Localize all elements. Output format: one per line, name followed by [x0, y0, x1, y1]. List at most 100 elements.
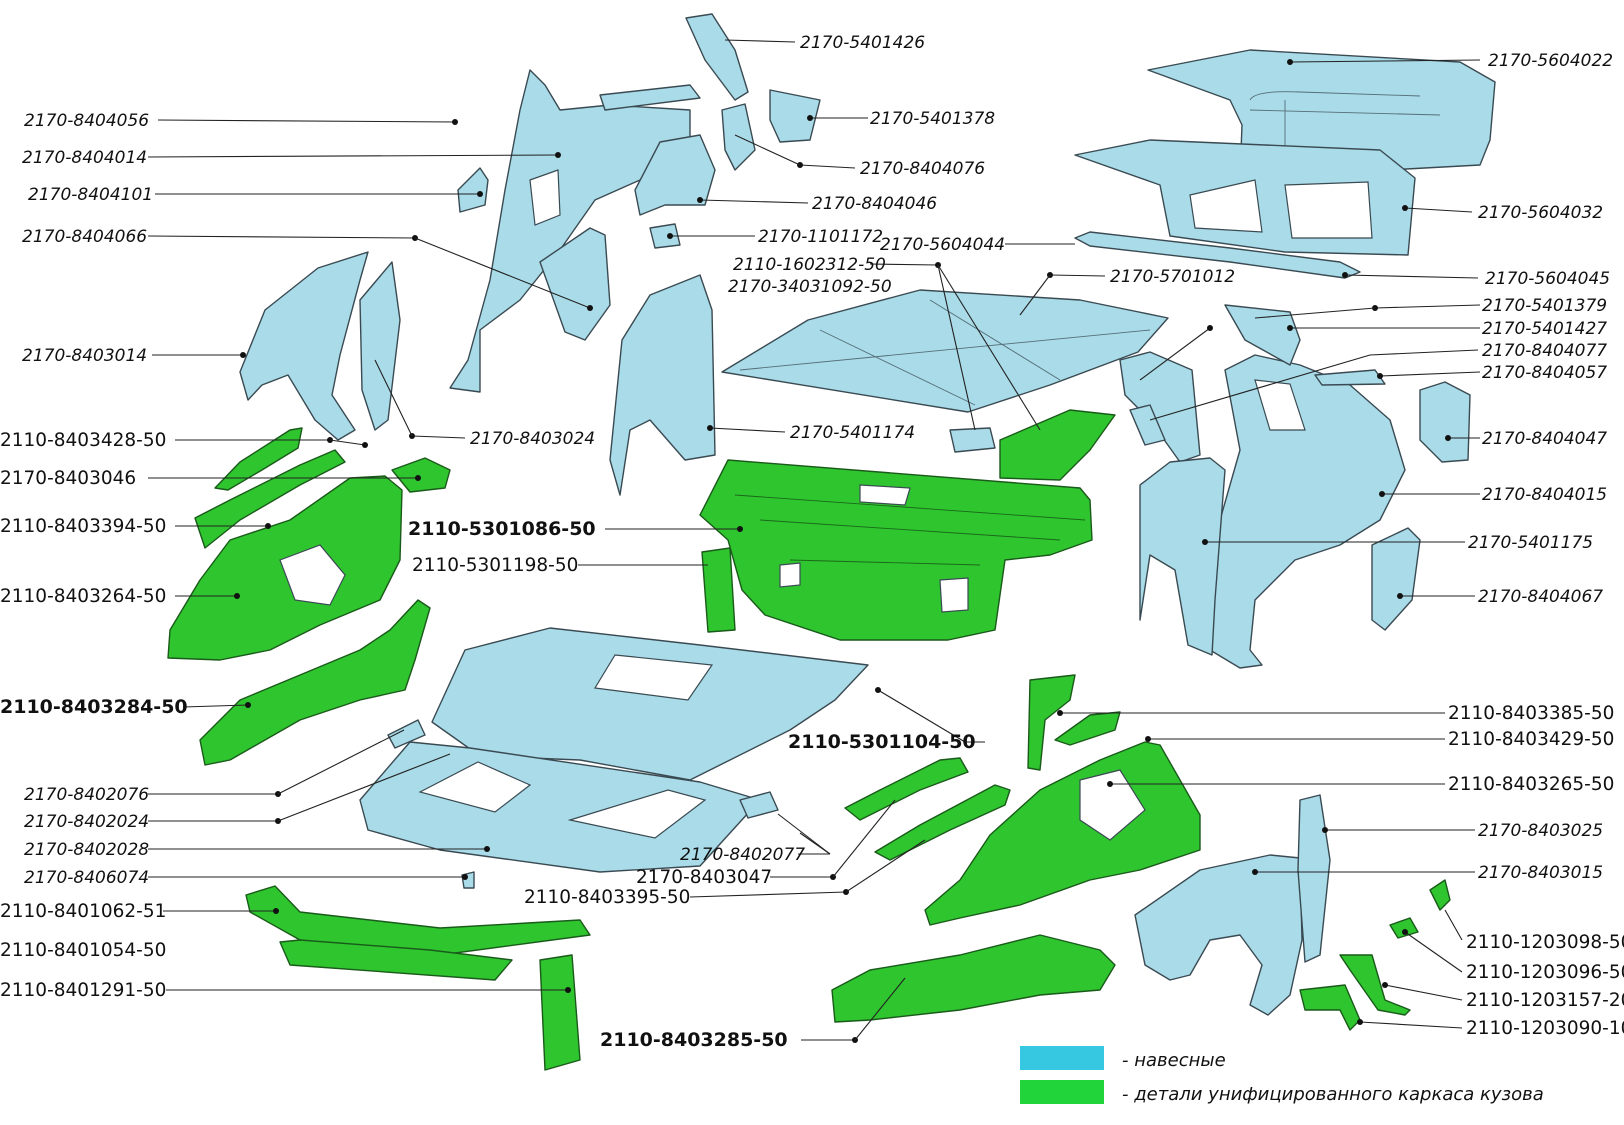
- part-right-strip-8403395: [874, 784, 1011, 861]
- label-2110-1203157-20: 2110-1203157-20: [1466, 990, 1624, 1011]
- part-right-longeron: [831, 934, 1116, 1023]
- part-roof: [721, 289, 1169, 413]
- label-2170-5604044: 2170-5604044: [880, 235, 1005, 255]
- label-2170-8403047: 2170-8403047: [636, 867, 772, 888]
- legend-swatch-unified: [1020, 1080, 1104, 1104]
- part-bracket-2110-5301198: [701, 547, 736, 633]
- label-2110-1602312-50: 2110-1602312-50: [733, 255, 886, 275]
- label-2170-5401174: 2170-5401174: [790, 423, 915, 443]
- part-front-pillar-8401291: [539, 954, 581, 1071]
- label-2110-8403264-50: 2110-8403264-50: [0, 586, 166, 607]
- label-2170-5604032: 2170-5604032: [1478, 203, 1603, 223]
- part-front-cross-rail-lower: [279, 939, 513, 981]
- label-2170-5604045: 2170-5604045: [1485, 269, 1610, 289]
- label-2110-1203096-50: 2110-1203096-50: [1466, 962, 1624, 983]
- part-1203096: [1389, 917, 1419, 939]
- part-small-glass: [457, 167, 489, 213]
- part-left-strip-8403428: [214, 427, 303, 491]
- part-left-rear-fender-arch: [609, 274, 716, 496]
- legend: - навесные - детали унифицированного кар…: [1020, 1046, 1544, 1105]
- label-2170-5701012: 2170-5701012: [1110, 267, 1235, 287]
- label-2170-5401175: 2170-5401175: [1468, 533, 1593, 553]
- part-roof-bow: [949, 427, 996, 453]
- label-2110-1203098-50: 2110-1203098-50: [1466, 932, 1624, 953]
- part-right-panel-8404067: [1371, 527, 1421, 631]
- label-2170-8404046: 2170-8404046: [812, 194, 937, 214]
- label-2110-5301086-50: 2110-5301086-50: [408, 518, 596, 540]
- part-right-frame-5401379: [1224, 304, 1301, 366]
- label-2170-5401378: 2170-5401378: [870, 109, 995, 129]
- label-2170-8403024: 2170-8403024: [470, 429, 595, 449]
- part-right-strip-8403385: [1027, 674, 1076, 771]
- part-right-arch-inner-8404047: [1419, 381, 1471, 463]
- part-trunk-lid: [1147, 49, 1496, 179]
- label-2170-8402028: 2170-8402028: [24, 840, 149, 860]
- part-right-fender-liner: [1297, 794, 1331, 963]
- part-left-rear-side: [449, 69, 691, 393]
- label-2110-8403284-50: 2110-8403284-50: [0, 696, 188, 718]
- part-right-rear-fender-arch: [1139, 457, 1226, 656]
- label-2110-8403428-50: 2110-8403428-50: [0, 430, 166, 451]
- label-2170-5604022: 2170-5604022: [1488, 51, 1613, 71]
- part-left-strip-8403394: [194, 449, 346, 549]
- part-right-pillar: [1119, 351, 1201, 463]
- label-2110-8401062-51: 2110-8401062-51: [0, 901, 166, 922]
- label-2170-8402024: 2170-8402024: [24, 812, 149, 832]
- label-2110-8403395-50: 2110-8403395-50: [524, 887, 690, 908]
- label-2170-1101172: 2170-1101172: [758, 227, 883, 247]
- part-left-rear-arch-inner: [634, 134, 716, 216]
- part-rear-bow-2110-1602312: [999, 409, 1116, 481]
- part-right-pillar-brace: [1129, 404, 1166, 446]
- label-2170-8403015: 2170-8403015: [1478, 863, 1603, 883]
- label-2170-8404101: 2170-8404101: [28, 185, 153, 205]
- label-2170-5401379: 2170-5401379: [1482, 296, 1607, 316]
- unified-frame-parts: [167, 409, 1451, 1071]
- label-2170-8406074: 2170-8406074: [24, 868, 149, 888]
- label-2170-8402077: 2170-8402077: [680, 845, 805, 865]
- part-left-rear-window-frame: [599, 84, 701, 111]
- label-2110-8403285-50: 2110-8403285-50: [600, 1029, 788, 1051]
- legend-label-unified: - детали унифицированного каркаса кузова: [1122, 1084, 1544, 1105]
- label-2170-8402076: 2170-8402076: [24, 785, 149, 805]
- label-2110-8403265-50: 2110-8403265-50: [1448, 774, 1614, 795]
- part-1203090: [1299, 984, 1361, 1031]
- part-1203157: [1339, 954, 1411, 1016]
- part-bracket-1101172: [649, 223, 681, 249]
- part-left-front-fender: [239, 251, 369, 441]
- label-2170-8404047: 2170-8404047: [1482, 429, 1607, 449]
- part-left-rear-lower: [539, 227, 611, 341]
- label-2170-8404067: 2170-8404067: [1478, 587, 1603, 607]
- label-2170-8404077: 2170-8404077: [1482, 341, 1607, 361]
- part-right-strip-8403047: [844, 757, 969, 821]
- label-2170-5401427: 2170-5401427: [1482, 319, 1607, 339]
- label-2110-8403394-50: 2110-8403394-50: [0, 516, 166, 537]
- label-2170-8403046: 2170-8403046: [0, 468, 136, 489]
- part-left-front-fender-liner: [359, 261, 401, 431]
- label-2170-8404057: 2170-8404057: [1482, 363, 1607, 383]
- label-2110-5301104-50: 2110-5301104-50: [788, 731, 976, 753]
- label-2110-8401054-50: 2110-8401054-50: [0, 940, 166, 961]
- part-trunk-seal-strip: [1074, 231, 1361, 279]
- part-left-longeron: [199, 599, 431, 766]
- part-labels: 2170-5401426 2170-5604022 2170-8404056 2…: [0, 33, 1624, 1051]
- label-2170-8403025: 2170-8403025: [1478, 821, 1603, 841]
- label-2170-5401426: 2170-5401426: [800, 33, 925, 53]
- label-2110-1203090-10: 2110-1203090-10: [1466, 1018, 1624, 1039]
- leader-lines: [147, 39, 1481, 1043]
- part-right-front-fender: [1134, 854, 1303, 1016]
- part-left-bracket-8403046: [391, 457, 451, 493]
- part-hood-hinge-bracket: [387, 719, 426, 749]
- legend-label-hinged: - навесные: [1122, 1050, 1226, 1071]
- part-right-sill-8404057: [1314, 369, 1386, 386]
- label-2110-5301198-50: 2110-5301198-50: [412, 555, 578, 576]
- label-2170-8403014: 2170-8403014: [22, 346, 147, 366]
- part-pillar-brace: [769, 89, 821, 143]
- label-2110-8403429-50: 2110-8403429-50: [1448, 729, 1614, 750]
- label-2170-34031092-50: 2170-34031092-50: [728, 277, 892, 297]
- part-pillar-top: [685, 13, 749, 101]
- part-front-cross-rail: [245, 885, 591, 956]
- part-1203098: [1429, 879, 1451, 911]
- label-2170-8404056: 2170-8404056: [24, 111, 149, 131]
- label-2170-8404066: 2170-8404066: [22, 227, 147, 247]
